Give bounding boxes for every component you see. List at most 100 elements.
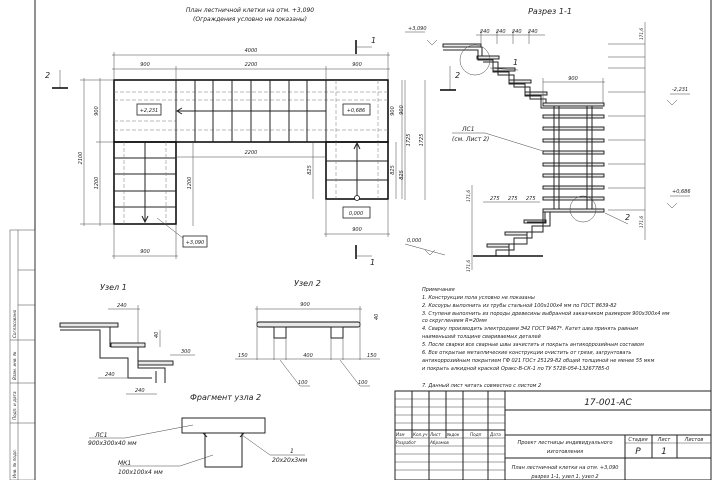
drawing-line xyxy=(489,67,519,71)
drawing-label: Абрамов xyxy=(429,440,449,445)
drawing-label: 240 xyxy=(480,29,490,35)
drawing-label: 40 xyxy=(374,314,380,320)
stamp-label: Взам. инв. № xyxy=(12,351,17,380)
drawing-label: Лист xyxy=(657,437,672,443)
drawing-label: 2 xyxy=(625,213,630,222)
drawing-label: 240 xyxy=(135,388,145,394)
drawing-label: 2 xyxy=(455,71,460,80)
drawing-line xyxy=(120,454,214,467)
level-mark: 0,000 xyxy=(407,238,421,244)
drawing-line xyxy=(330,326,344,339)
drawing-line xyxy=(481,47,547,104)
drawing-line xyxy=(542,196,605,201)
dimension: 1200 xyxy=(94,177,100,190)
drawing-line xyxy=(241,434,305,456)
drawing-label: 2 xyxy=(45,71,50,80)
drawing-label: 150 xyxy=(238,353,248,359)
drawing-line xyxy=(9,229,36,480)
drawing-line xyxy=(273,326,287,339)
section-mark-1-top: 1 xyxy=(355,36,376,54)
drawing-label: 900 xyxy=(399,105,405,115)
drawing-line xyxy=(202,432,245,438)
plan-subtitle: (Ограждения условно не показаны) xyxy=(193,16,307,23)
stamp-label: Согласовано xyxy=(12,309,17,338)
dimension: 900 xyxy=(352,227,362,233)
drawing-label: 40 xyxy=(154,332,160,338)
drawing-line xyxy=(176,107,183,115)
drawing-label: 240 xyxy=(496,29,506,35)
drawing-label: 100 xyxy=(358,380,368,386)
drawing-label: 240 xyxy=(512,29,522,35)
drawing-line xyxy=(404,22,646,270)
dimension: 1200 xyxy=(187,177,193,190)
drawing-label: 171,6 xyxy=(466,260,471,272)
drawing-line xyxy=(342,206,371,219)
drawing-label: Дата xyxy=(489,432,501,437)
drawing-line xyxy=(342,103,371,116)
drawing-label: антикоррозийным покрытием ГФ 021 ГОСт 25… xyxy=(422,358,655,364)
dimension: 825 xyxy=(307,165,313,175)
notes: Примечания 1. Конструкции пола условно н… xyxy=(422,287,670,389)
drawing-line xyxy=(256,321,361,328)
section-mark-1-bottom: 1 xyxy=(355,245,375,267)
plan-title: План лестничной клетки на отм. +3,090 xyxy=(186,7,314,14)
drawing-label: 900 xyxy=(568,76,578,82)
dimension: 900 xyxy=(352,62,362,68)
drawing-line xyxy=(156,217,184,239)
drawing-line xyxy=(181,417,266,434)
side-stamp: Согласовано Взам. инв. № Подп. и дата Ин… xyxy=(9,229,36,480)
section-mark-2: 2 xyxy=(440,66,460,91)
drawing-line xyxy=(182,235,208,248)
drawing-label: 100 xyxy=(298,380,308,386)
drawing-label: Узел 2 xyxy=(294,279,321,288)
drawing-label: 1. Конструкции пола условно не показаны xyxy=(422,295,535,301)
drawing-label: 275 xyxy=(490,196,500,202)
drawing-line xyxy=(114,142,176,221)
drawing-label: Фрагмент узла 2 xyxy=(190,393,261,402)
drawing-line xyxy=(542,126,605,131)
drawing-line xyxy=(98,305,195,395)
drawing-label: 20х20х3мм xyxy=(272,457,308,464)
dimension: 825 xyxy=(390,165,396,175)
drawing-label: Лист xyxy=(429,432,441,437)
drawing-label: Разработ xyxy=(396,440,417,445)
drawing-label: 400 xyxy=(303,353,313,359)
level-mark: +3,090 xyxy=(186,240,205,246)
node-1: Узел 1 240 40 300 240 240 xyxy=(59,283,195,395)
drawing-label: 1 xyxy=(513,58,518,67)
plan-view: План лестничной клетки на отм. +3,090 (О… xyxy=(45,7,412,267)
fragment-node-2: Фрагмент узла 2 ЛС1 900х300х40 мм МК1 10… xyxy=(88,393,308,476)
section-mark-2: 2 xyxy=(45,70,68,89)
drawing-line xyxy=(542,162,605,167)
drawing-label: 1725 xyxy=(419,134,425,147)
drawing-line xyxy=(542,185,605,190)
drawing-label: Подп xyxy=(470,432,482,437)
drawing-line xyxy=(204,432,243,468)
drawing-line xyxy=(235,306,380,387)
level-mark: +0,686 xyxy=(347,108,366,114)
drawing-label: 150 xyxy=(367,353,377,359)
level-mark: +0,686 xyxy=(672,189,691,195)
drawing-label: 1 xyxy=(370,258,375,267)
drawing-line xyxy=(542,102,605,107)
drawing-label: 1 xyxy=(290,448,294,455)
drawing-label: Примечания xyxy=(422,287,455,293)
dimension: 2200 xyxy=(245,62,258,68)
drawing-line xyxy=(89,424,305,467)
drawing-line xyxy=(542,138,605,143)
drawing-line xyxy=(459,44,491,76)
drawing-label: 275 xyxy=(508,196,518,202)
dimension: 2100 xyxy=(78,152,84,165)
drawing-label: Проект лестницы индивидуального xyxy=(517,440,612,446)
drawing-line xyxy=(80,52,403,259)
drawing-label: 300 xyxy=(181,349,191,355)
drawing-label: 4. Сварку производить электродами Э42 ГО… xyxy=(422,326,638,332)
drawing-label: 100х100х4 мм xyxy=(118,469,163,476)
drawing-line xyxy=(354,195,360,201)
drawing-line xyxy=(395,391,711,480)
drawing-line xyxy=(442,43,482,48)
drawing-label: наименьшей толщине свариваемых деталей xyxy=(422,334,542,340)
drawing-label: со скруглением R=20мм xyxy=(422,318,487,324)
drawing-line xyxy=(110,342,146,348)
drawing-line xyxy=(508,79,532,84)
